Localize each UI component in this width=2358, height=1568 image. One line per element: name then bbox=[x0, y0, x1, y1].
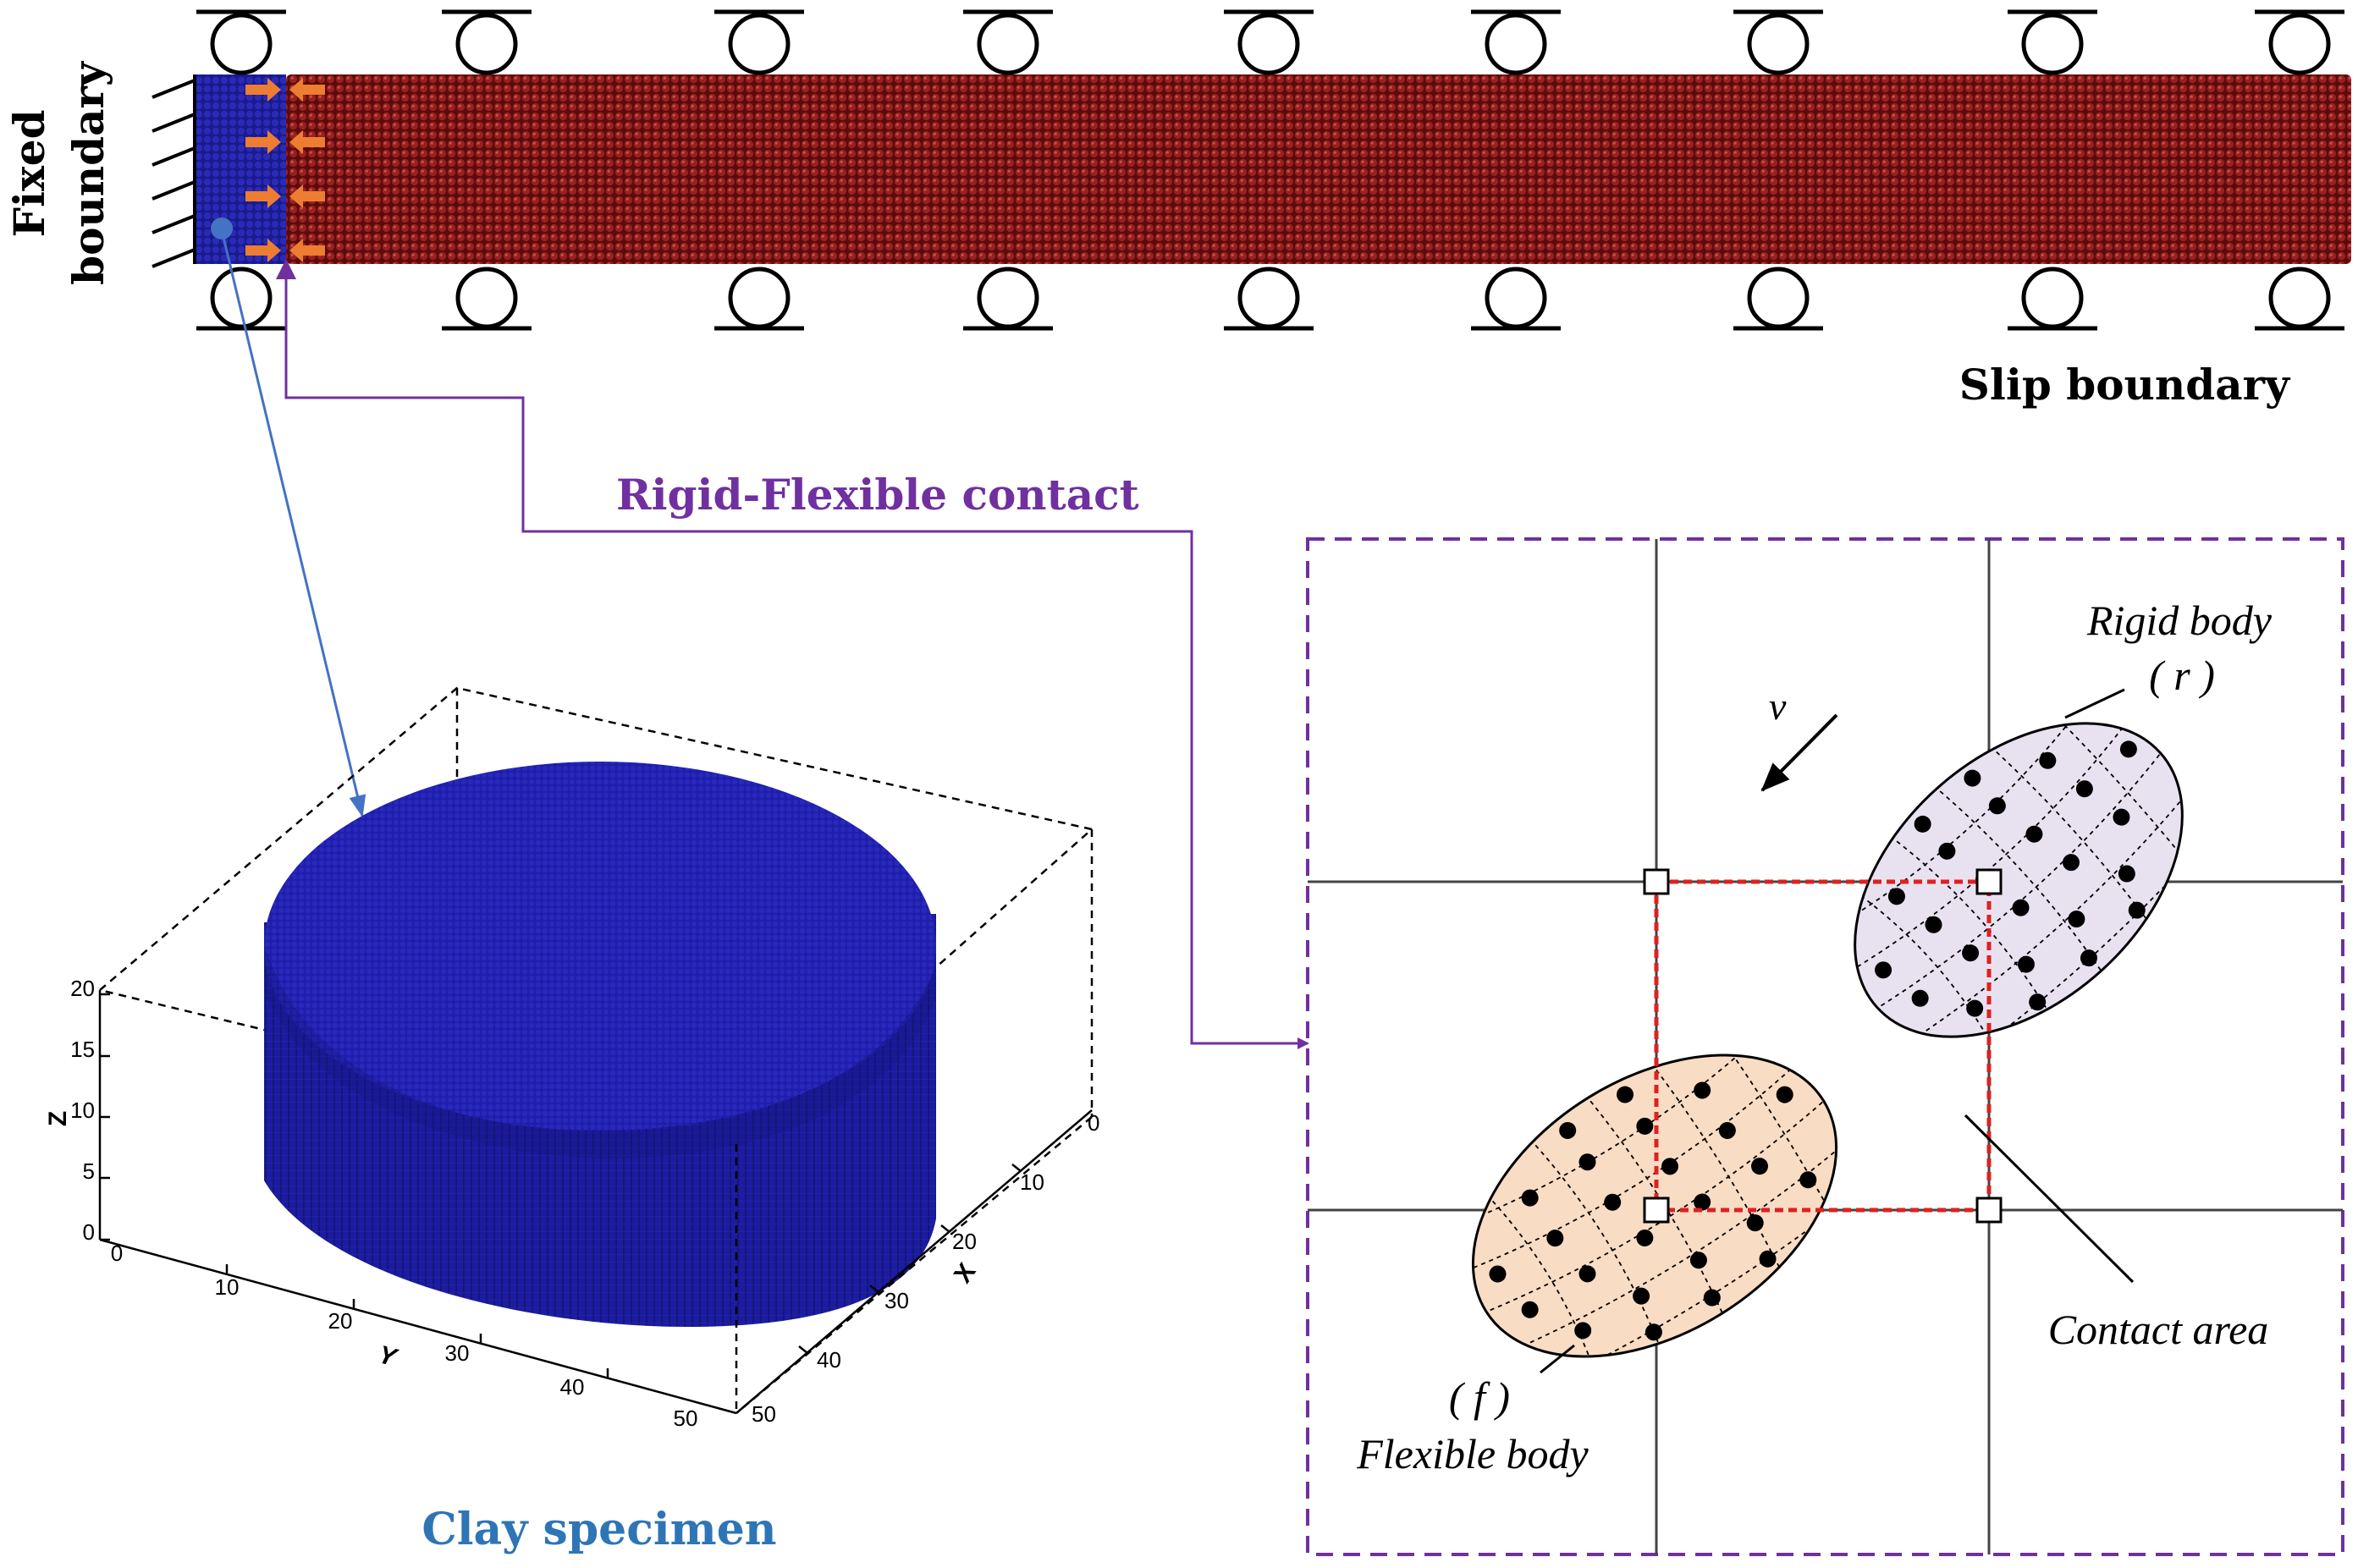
y-tick-30: 30 bbox=[445, 1340, 470, 1366]
specimen-connector-line bbox=[220, 229, 366, 817]
fixed-boundary-hatch bbox=[152, 74, 196, 268]
x-tick-labels: 0 10 20 30 40 50 bbox=[752, 1110, 1099, 1427]
x-tick-50: 50 bbox=[752, 1401, 776, 1427]
specimen-marker-dot bbox=[211, 217, 233, 239]
specimen-top-shade bbox=[264, 944, 936, 1158]
z-tick-0: 0 bbox=[83, 1219, 95, 1245]
contact-connector-arrowhead-up bbox=[276, 259, 296, 279]
specimen-axes bbox=[98, 990, 1093, 1415]
y-tick-labels: 0 10 20 30 40 50 bbox=[111, 1241, 698, 1431]
beam-body bbox=[286, 74, 2351, 264]
y-tick-20: 20 bbox=[328, 1308, 353, 1334]
slip-rollers-top bbox=[196, 9, 2344, 75]
rigid-body-label: Rigid body bbox=[2086, 597, 2273, 644]
clay-block bbox=[196, 74, 286, 264]
grid-nodes bbox=[1643, 868, 2003, 1224]
y-tick-0: 0 bbox=[111, 1241, 123, 1266]
slip-rollers-bottom bbox=[196, 267, 2344, 331]
specimen-cylinder-top bbox=[264, 762, 936, 1131]
detail-panel-frame bbox=[1306, 537, 2344, 1556]
axis-tick-marks bbox=[100, 993, 1022, 1378]
contact-detail-panel: v Rigid body ( r ) Contact area ( f ) Fl… bbox=[1306, 537, 2344, 1556]
y-tick-10: 10 bbox=[215, 1274, 240, 1300]
y-axis-label: Y bbox=[376, 1340, 402, 1373]
leader-lines bbox=[1540, 688, 2135, 1374]
velocity-label: v bbox=[1769, 685, 1787, 728]
y-tick-50: 50 bbox=[674, 1406, 698, 1431]
x-tick-0: 0 bbox=[1088, 1110, 1099, 1136]
rigid-flexible-contact-label: Rigid-Flexible contact bbox=[616, 470, 1139, 520]
fixed-boundary-label-2: boundary bbox=[63, 60, 113, 285]
x-axis-label: X bbox=[949, 1258, 982, 1288]
z-tick-labels: 0 5 10 15 20 bbox=[70, 976, 95, 1245]
x-tick-30: 30 bbox=[884, 1288, 909, 1313]
rigid-body-symbol: ( r ) bbox=[2149, 652, 2215, 699]
connector-arrows bbox=[220, 229, 1309, 1049]
x-tick-20: 20 bbox=[952, 1229, 977, 1254]
flexible-body-label: Flexible body bbox=[1356, 1430, 1589, 1477]
slip-boundary-label: Slip boundary bbox=[1959, 360, 2291, 410]
contact-area-label: Contact area bbox=[2048, 1306, 2269, 1353]
bounding-box-back bbox=[99, 686, 1094, 1146]
z-tick-5: 5 bbox=[83, 1158, 95, 1184]
flexible-body-symbol: ( f ) bbox=[1449, 1373, 1510, 1421]
contact-connector-line bbox=[284, 264, 1309, 1049]
z-tick-15: 15 bbox=[70, 1037, 95, 1062]
clay-specimen-3d: 0 5 10 15 20 0 10 20 30 40 50 0 10 20 30… bbox=[44, 686, 1099, 1431]
contact-area-box bbox=[1654, 879, 1992, 1213]
contact-force-arrows bbox=[245, 78, 325, 262]
x-tick-10: 10 bbox=[1020, 1169, 1044, 1195]
beam-group: Fixed boundary Slip boundary bbox=[4, 9, 2351, 410]
y-tick-40: 40 bbox=[560, 1374, 585, 1400]
velocity-arrow bbox=[1760, 713, 1838, 792]
z-tick-20: 20 bbox=[70, 976, 95, 1001]
z-tick-10: 10 bbox=[70, 1098, 95, 1123]
rigid-body bbox=[1811, 679, 2227, 1081]
fixed-boundary-label-1: Fixed bbox=[4, 109, 54, 237]
x-tick-40: 40 bbox=[817, 1347, 841, 1373]
clay-specimen-label: Clay specimen bbox=[421, 1504, 776, 1555]
z-axis-label: Z bbox=[44, 1111, 72, 1126]
